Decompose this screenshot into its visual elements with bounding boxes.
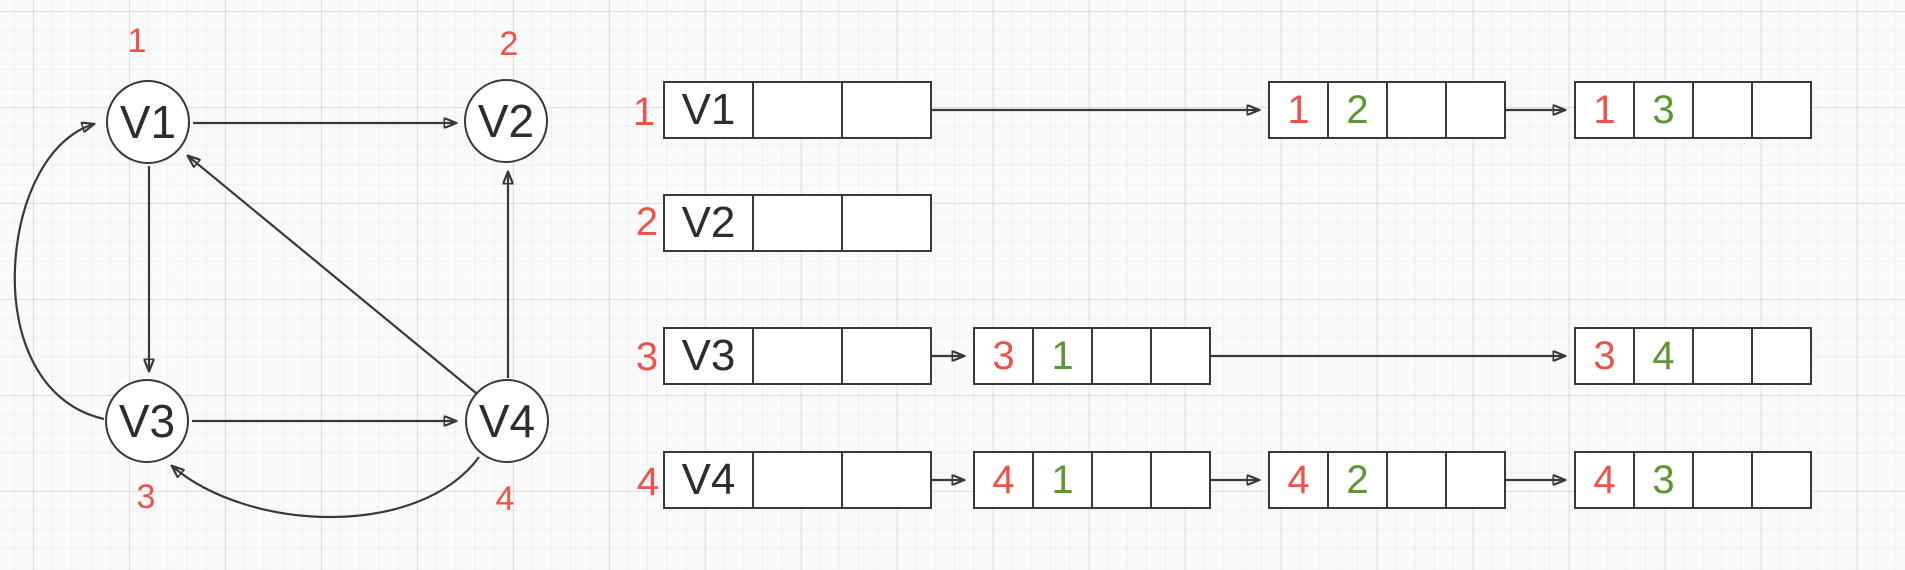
tail-cell: 3 (975, 329, 1034, 383)
next-cell (1753, 329, 1810, 383)
tail-cell: 4 (975, 453, 1034, 507)
row-index-3[interactable]: 3 (635, 335, 659, 379)
head-cell: 4 (1635, 329, 1694, 383)
vertex-label: V3 (118, 395, 176, 447)
row-index-1[interactable]: 1 (632, 90, 656, 134)
tail-cell: 1 (1576, 83, 1635, 137)
arc-node-1-3[interactable]: 1 3 (1574, 81, 1812, 139)
edge-v4-v1[interactable] (188, 156, 477, 394)
head-cell: 3 (1635, 83, 1694, 137)
vertex-data-cell: V1 (665, 83, 754, 137)
graph-vertex-v1[interactable]: V1 (106, 80, 190, 164)
arc-node-4-2[interactable]: 4 2 (1268, 451, 1506, 509)
graph-vertex-v4[interactable]: V4 (465, 379, 549, 463)
next-cell (1753, 453, 1810, 507)
edge-v4-v3[interactable] (172, 456, 480, 519)
vertex-data-cell: V3 (665, 329, 754, 383)
next-cell (1152, 329, 1209, 383)
tail-cell: 4 (1270, 453, 1329, 507)
vertex-firstarc-cell (843, 196, 930, 250)
vertex-data-cell: V4 (665, 453, 754, 507)
graph-vertex-v3[interactable]: V3 (105, 379, 189, 463)
vertex-firstarc-cell (843, 453, 930, 507)
vertex-data-cell: V2 (665, 196, 754, 250)
vertex-info-cell (754, 83, 843, 137)
vertex-index-v1[interactable]: 1 (127, 22, 147, 60)
tail-cell: 1 (1270, 83, 1329, 137)
info-cell (1388, 453, 1447, 507)
tail-cell: 3 (1576, 329, 1635, 383)
vertex-index-v3[interactable]: 3 (136, 478, 156, 516)
head-cell: 2 (1329, 453, 1388, 507)
edge-v3-v1[interactable] (13, 124, 105, 421)
vertex-firstarc-cell (843, 83, 930, 137)
arc-node-3-4[interactable]: 3 4 (1574, 327, 1812, 385)
vertex-info-cell (754, 329, 843, 383)
info-cell (1694, 453, 1753, 507)
row-index-4[interactable]: 4 (636, 460, 660, 504)
vertex-firstarc-cell (843, 329, 930, 383)
arc-node-1-2[interactable]: 1 2 (1268, 81, 1506, 139)
head-cell: 1 (1034, 453, 1093, 507)
head-cell: 2 (1329, 83, 1388, 137)
next-cell (1753, 83, 1810, 137)
graph-vertex-v2[interactable]: V2 (464, 79, 548, 163)
next-cell (1447, 453, 1504, 507)
info-cell (1093, 329, 1152, 383)
vertex-node-v1[interactable]: V1 (663, 81, 932, 139)
info-cell (1694, 329, 1753, 383)
arc-node-4-3[interactable]: 4 3 (1574, 451, 1812, 509)
head-cell: 1 (1034, 329, 1093, 383)
info-cell (1093, 453, 1152, 507)
vertex-info-cell (754, 453, 843, 507)
next-cell (1152, 453, 1209, 507)
info-cell (1694, 83, 1753, 137)
arc-node-4-1[interactable]: 4 1 (973, 451, 1211, 509)
vertex-index-v2[interactable]: 2 (499, 25, 519, 63)
vertex-index-v4[interactable]: 4 (495, 480, 515, 518)
vertex-label: V2 (477, 95, 535, 147)
vertex-label: V1 (119, 96, 177, 148)
row-index-2[interactable]: 2 (635, 200, 659, 244)
vertex-node-v2[interactable]: V2 (663, 194, 932, 252)
next-cell (1447, 83, 1504, 137)
vertex-info-cell (754, 196, 843, 250)
arc-node-3-1[interactable]: 3 1 (973, 327, 1211, 385)
vertex-label: V4 (478, 395, 536, 447)
info-cell (1388, 83, 1447, 137)
tail-cell: 4 (1576, 453, 1635, 507)
vertex-node-v4[interactable]: V4 (663, 451, 932, 509)
head-cell: 3 (1635, 453, 1694, 507)
vertex-node-v3[interactable]: V3 (663, 327, 932, 385)
